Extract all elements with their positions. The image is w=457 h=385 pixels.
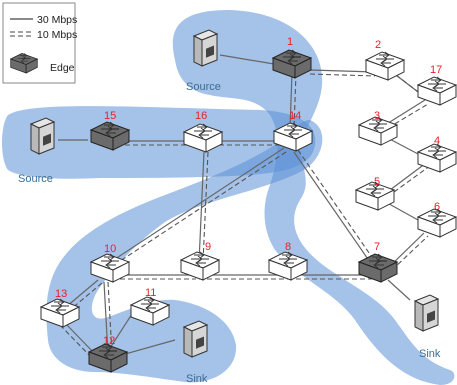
label-node-12: 12 [103, 335, 115, 347]
label-node-15: 15 [104, 110, 116, 122]
label-node-8: 8 [285, 241, 291, 253]
node-4-switch[interactable] [417, 143, 457, 173]
label-node-13: 13 [55, 288, 67, 300]
label-sink-right: Sink [419, 348, 441, 360]
label-source-top: Source [186, 81, 221, 93]
label-sink-bottom: Sink [186, 373, 208, 385]
label-node-16: 16 [195, 110, 207, 122]
node-labels: 1 2 17 3 4 5 6 7 8 9 10 11 12 13 14 15 1… [55, 36, 442, 347]
server-source-left[interactable] [30, 117, 55, 155]
server-source-top[interactable] [193, 29, 218, 67]
label-node-14: 14 [289, 110, 301, 122]
legend-edge-label: Edge [50, 62, 75, 74]
label-node-7: 7 [374, 241, 380, 253]
links [58, 54, 435, 359]
label-node-5: 5 [374, 176, 380, 188]
legend: 30 Mbps 10 Mbps Edge [2, 2, 77, 84]
label-source-left: Source [18, 173, 53, 185]
server-sink-bottom[interactable] [183, 320, 208, 358]
label-node-6: 6 [434, 201, 440, 213]
label-node-4: 4 [434, 135, 440, 147]
region-source-left [2, 106, 316, 179]
label-node-17: 17 [430, 64, 442, 76]
legend-10mbps-label: 10 Mbps [37, 29, 77, 41]
label-node-2: 2 [375, 39, 381, 51]
node-2-switch[interactable] [365, 51, 405, 81]
server-sink-right[interactable] [414, 294, 439, 332]
label-node-1: 1 [287, 36, 293, 48]
label-node-11: 11 [145, 287, 156, 299]
node-7-edge[interactable] [358, 253, 398, 283]
node-9-switch[interactable] [180, 251, 220, 281]
label-node-3: 3 [374, 110, 380, 122]
label-node-10: 10 [104, 243, 116, 255]
legend-30mbps-label: 30 Mbps [37, 14, 77, 26]
region-sink-left [46, 120, 323, 383]
legend-box [2, 2, 76, 84]
label-node-9: 9 [205, 241, 211, 253]
